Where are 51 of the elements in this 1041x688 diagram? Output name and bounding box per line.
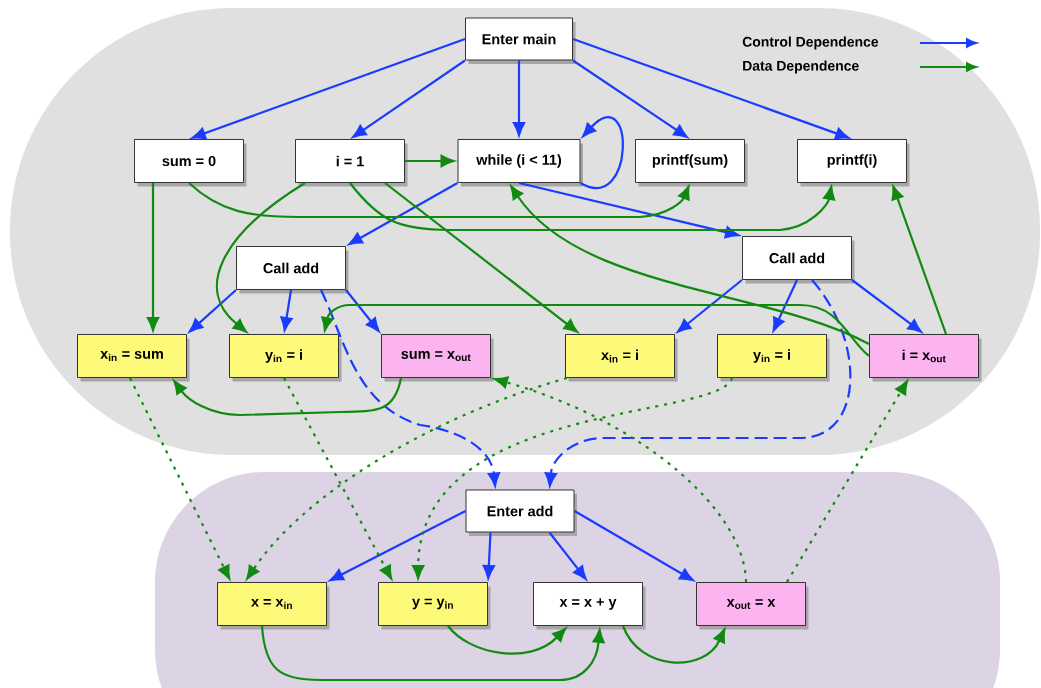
statement-box: sum = x$_{out}$ xyxy=(381,334,494,382)
arrow xyxy=(891,185,948,335)
statement-box: Enter main xyxy=(465,17,576,64)
arrow xyxy=(188,182,690,219)
arrow xyxy=(191,37,466,140)
arrow xyxy=(405,154,455,168)
arrow xyxy=(146,183,160,331)
arrow xyxy=(580,116,624,189)
arrow xyxy=(216,182,306,333)
statement-box: y$_{in}$ = i xyxy=(229,334,342,382)
arrow xyxy=(548,531,587,580)
arrow xyxy=(173,377,403,417)
arrow xyxy=(320,289,500,487)
arrow xyxy=(283,377,393,580)
statement-box: printf(sum) xyxy=(635,139,748,187)
statement-box: sum = 0 xyxy=(134,139,247,187)
arrow xyxy=(786,380,908,583)
arrow xyxy=(572,37,850,140)
arrow xyxy=(573,510,694,581)
arrow xyxy=(348,182,459,246)
statement-box: Call add xyxy=(236,246,349,294)
arrow xyxy=(622,625,726,664)
arrow xyxy=(512,60,526,136)
arrow xyxy=(345,289,380,332)
statement-box: x = x + y xyxy=(533,582,646,630)
statement-box: y = y$_{in}$ xyxy=(378,582,491,630)
arrow xyxy=(851,279,922,333)
legend-text: Control Dependence xyxy=(742,36,879,50)
statement-box: Enter add xyxy=(465,489,577,536)
arrow xyxy=(246,376,568,580)
arrow xyxy=(129,377,231,580)
statement-box: printf(i) xyxy=(797,139,910,187)
arrow xyxy=(260,625,605,682)
statement-box: Call add xyxy=(742,236,855,284)
statement-box: x$_{in}$ = sum xyxy=(77,334,190,382)
statement-box: x$_{out}$ = x xyxy=(696,582,809,630)
arrow xyxy=(447,625,567,655)
statement-box: while (i < 11) xyxy=(457,139,583,187)
legend-text: Data Dependence xyxy=(743,60,859,74)
arrow xyxy=(352,59,466,138)
arrow xyxy=(482,532,495,579)
statement-box: i = x$_{out}$ xyxy=(869,334,982,382)
arrow xyxy=(280,289,293,331)
statement-box: i = 1 xyxy=(295,139,408,187)
statement-box: x = x$_{in}$ xyxy=(217,582,330,630)
arrow xyxy=(349,182,836,232)
arrow xyxy=(329,510,466,582)
arrow xyxy=(572,59,688,138)
arrow xyxy=(384,182,578,333)
arrow xyxy=(518,181,740,239)
arrow xyxy=(189,289,237,333)
